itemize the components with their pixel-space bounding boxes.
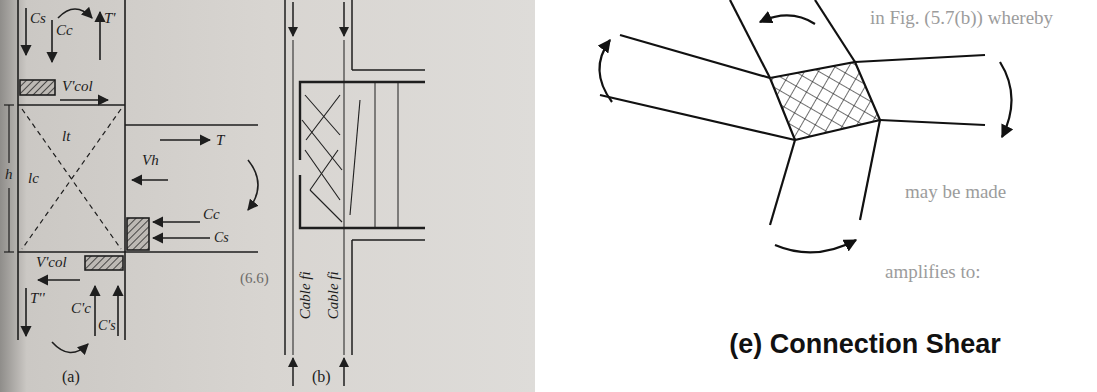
crack-sketch-part xyxy=(310,150,338,190)
crack-sketch-part xyxy=(350,100,360,215)
crack-sketch-part xyxy=(300,82,425,160)
connection-shear-sketch-part xyxy=(775,240,856,252)
connection-shear-sketch-part xyxy=(815,0,855,62)
equation-number: (6.6) xyxy=(240,270,269,287)
crack-sketch-part xyxy=(352,69,425,71)
crack-sketch-part xyxy=(310,190,342,222)
joint-free-body-part xyxy=(22,109,121,249)
crack-sketch-part xyxy=(351,0,353,70)
force-label: T xyxy=(216,132,224,149)
connection-shear-sketch-part xyxy=(770,140,795,225)
crack-sketch-part xyxy=(292,358,294,386)
shear-label: V'col xyxy=(36,254,67,271)
crack-sketch-part xyxy=(375,82,376,228)
joint-free-body-part xyxy=(117,286,119,336)
connection-shear-sketch-part xyxy=(620,35,770,78)
shear-label: Vh xyxy=(142,152,159,169)
force-label: Cs xyxy=(214,230,229,245)
crack-sketch-part xyxy=(302,120,342,170)
strut-label: lc xyxy=(28,170,39,187)
joint-free-body-part xyxy=(153,221,200,223)
dimension-label: h xyxy=(5,166,13,183)
joint-free-body-part xyxy=(25,288,27,336)
crack-sketch xyxy=(285,0,425,386)
joint-free-body xyxy=(4,0,258,353)
joint-free-body-part xyxy=(132,179,168,181)
force-label: Cc xyxy=(56,22,73,39)
joint-free-body-part xyxy=(51,20,53,62)
crack-sketch-part xyxy=(300,175,425,228)
background-text: in Fig. (5.7(b)) whereby xyxy=(870,8,1053,29)
joint-free-body-part xyxy=(248,160,258,210)
joint-free-body-part xyxy=(52,342,88,353)
strut-label: lt xyxy=(62,128,70,145)
joint-free-body-part xyxy=(38,279,80,281)
figure-caption: (e) Connection Shear xyxy=(729,330,1001,360)
joint-free-body-part xyxy=(17,0,19,340)
crack-sketch-part xyxy=(292,2,294,36)
connection-shear-sketch-part xyxy=(730,0,770,78)
joint-free-body-part xyxy=(99,12,101,60)
joint-free-body-part xyxy=(127,218,149,250)
joint-free-body-part xyxy=(85,256,123,270)
joint-free-body-part xyxy=(20,80,55,95)
force-label: Cc xyxy=(203,206,220,223)
joint-free-body-part xyxy=(153,237,210,239)
connection-shear-sketch-part xyxy=(770,62,880,140)
handwritten-note: Cable fi xyxy=(325,271,342,319)
handwritten-note: Cable fi xyxy=(297,271,314,319)
crack-sketch-part xyxy=(284,0,286,355)
joint-free-body-part xyxy=(58,9,92,18)
crack-sketch-part xyxy=(352,239,425,241)
crack-sketch-part xyxy=(293,40,294,355)
joint-free-body-part xyxy=(124,0,126,340)
background-text: may be made xyxy=(905,182,1006,203)
joint-free-body-part xyxy=(125,124,258,126)
connection-shear-sketch xyxy=(599,0,1011,252)
background-text: amplifies to: xyxy=(885,262,981,283)
crack-sketch-part xyxy=(305,95,340,135)
force-label: T'' xyxy=(30,290,45,307)
force-label: Cs xyxy=(30,10,46,27)
joint-free-body-part xyxy=(8,188,9,252)
force-label: T' xyxy=(104,10,116,27)
joint-free-body-part xyxy=(125,251,258,253)
connection-shear-sketch-part xyxy=(599,40,612,102)
joint-free-body-part xyxy=(8,105,9,163)
crack-sketch-part xyxy=(398,82,399,228)
crack-sketch-part xyxy=(351,240,353,355)
connection-shear-sketch-part xyxy=(1000,62,1012,137)
panel-label: (b) xyxy=(312,368,331,386)
crack-sketch-part xyxy=(343,2,345,36)
force-label: C'c xyxy=(71,300,91,317)
connection-shear-sketch-part xyxy=(880,120,985,125)
joint-free-body-part xyxy=(94,286,96,336)
crack-sketch-part xyxy=(306,95,340,140)
joint-free-body-part xyxy=(18,104,125,106)
shear-label: V'col xyxy=(62,78,93,95)
connection-shear-sketch-part xyxy=(600,95,795,140)
crack-sketch-part xyxy=(305,150,340,200)
crack-sketch-part xyxy=(344,40,345,355)
connection-shear-sketch-part xyxy=(760,15,815,24)
panel-label: (a) xyxy=(62,368,80,386)
joint-free-body-part xyxy=(22,109,121,249)
connection-shear-sketch-part xyxy=(860,120,880,220)
connection-shear-sketch-part xyxy=(855,55,985,62)
joint-free-body-part xyxy=(25,8,27,55)
scan-background xyxy=(0,0,535,392)
crack-sketch-part xyxy=(343,358,345,386)
joint-free-body-part xyxy=(18,251,125,253)
force-label: C's xyxy=(98,318,116,333)
joint-free-body-part xyxy=(60,99,108,101)
joint-free-body-part xyxy=(160,139,210,141)
joint-free-body-part xyxy=(4,251,14,252)
joint-free-body-part xyxy=(4,104,14,105)
